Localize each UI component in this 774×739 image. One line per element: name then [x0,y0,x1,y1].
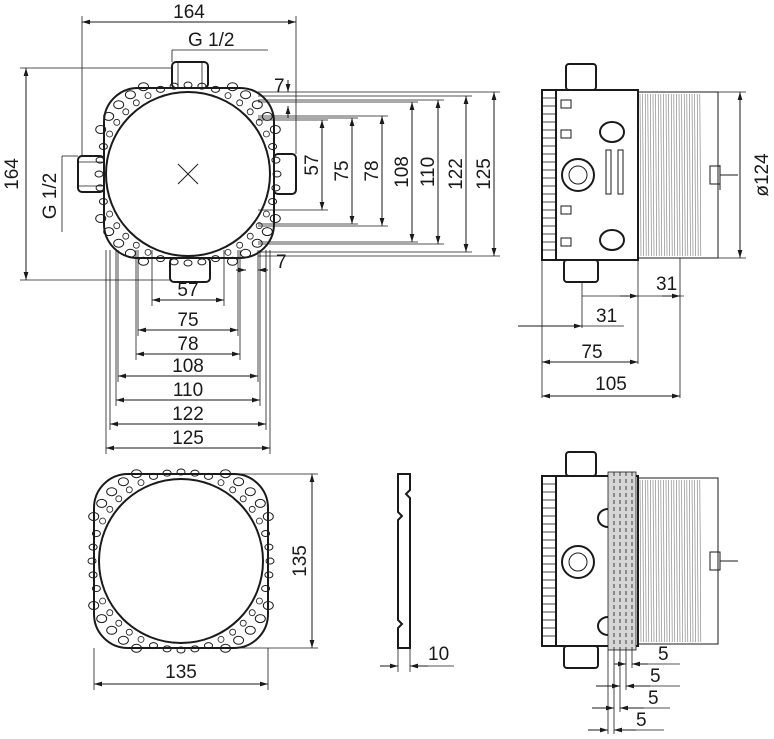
side-bottom-fitting [563,259,599,283]
left-height-label: 164 [2,158,23,190]
vertical-dim-label: 122 [446,158,467,190]
left-connection-port [77,155,105,193]
side-dim-31-upper: 31 [656,274,677,295]
right-connection-port [273,153,297,195]
left-thread-label: G 1/2 [40,173,61,219]
center-cross-icon [177,163,199,185]
top-view-body-circle [105,91,271,257]
side-dim-75: 75 [581,342,602,363]
bottom-connection-port [169,257,211,283]
plate-width-label: 135 [165,662,197,683]
stack-dim-1: 5 [658,644,669,665]
horizontal-dim-label: 125 [172,428,204,449]
vertical-dim-label: 110 [418,157,439,187]
top-offset-label: 7 [274,76,285,97]
horizontal-dim-label: 122 [172,404,204,425]
vertical-dim-label: 78 [362,160,383,181]
top-width-label: 164 [173,2,205,23]
plate-stack [607,471,637,651]
horizontal-dim-label: 78 [177,334,198,355]
horizontal-dim-label: 75 [177,310,198,331]
vertical-dim-label: 125 [474,158,495,190]
stack-dim-3: 5 [648,688,659,709]
plate-opening [98,478,264,644]
horizontal-dim-label: 108 [172,356,204,377]
horizontal-dim-label: 110 [173,380,203,401]
side-dim-105: 105 [595,374,627,395]
side-outlet [561,158,595,192]
vertical-dim-label: 108 [392,156,413,188]
vertical-dim-label: 75 [332,160,353,181]
top-thread-label: G 1/2 [188,30,234,51]
plate-view: 135 135 [87,468,318,690]
vertical-dim-label: 57 [302,154,323,175]
stack-dim-2: 5 [650,666,661,687]
side-top-fitting [565,63,597,91]
side-sleeve [637,91,719,259]
stack-dim-4: 5 [636,710,647,731]
plate-height-label: 135 [290,545,311,577]
horizontal-dim-label: 57 [177,280,198,301]
top-connection-port [171,61,209,89]
plate-thickness-label: 10 [428,644,449,665]
side-view: ø124 31 31 75 105 [518,63,773,399]
bottom-offset-label: 7 [276,252,287,273]
side-view-housing [555,89,639,261]
side-diameter-label: ø124 [752,153,773,197]
side-dim-31-lower: 31 [596,306,617,327]
side-view-2: 5 5 5 5 [541,451,738,734]
plate-section: 10 [380,473,454,672]
